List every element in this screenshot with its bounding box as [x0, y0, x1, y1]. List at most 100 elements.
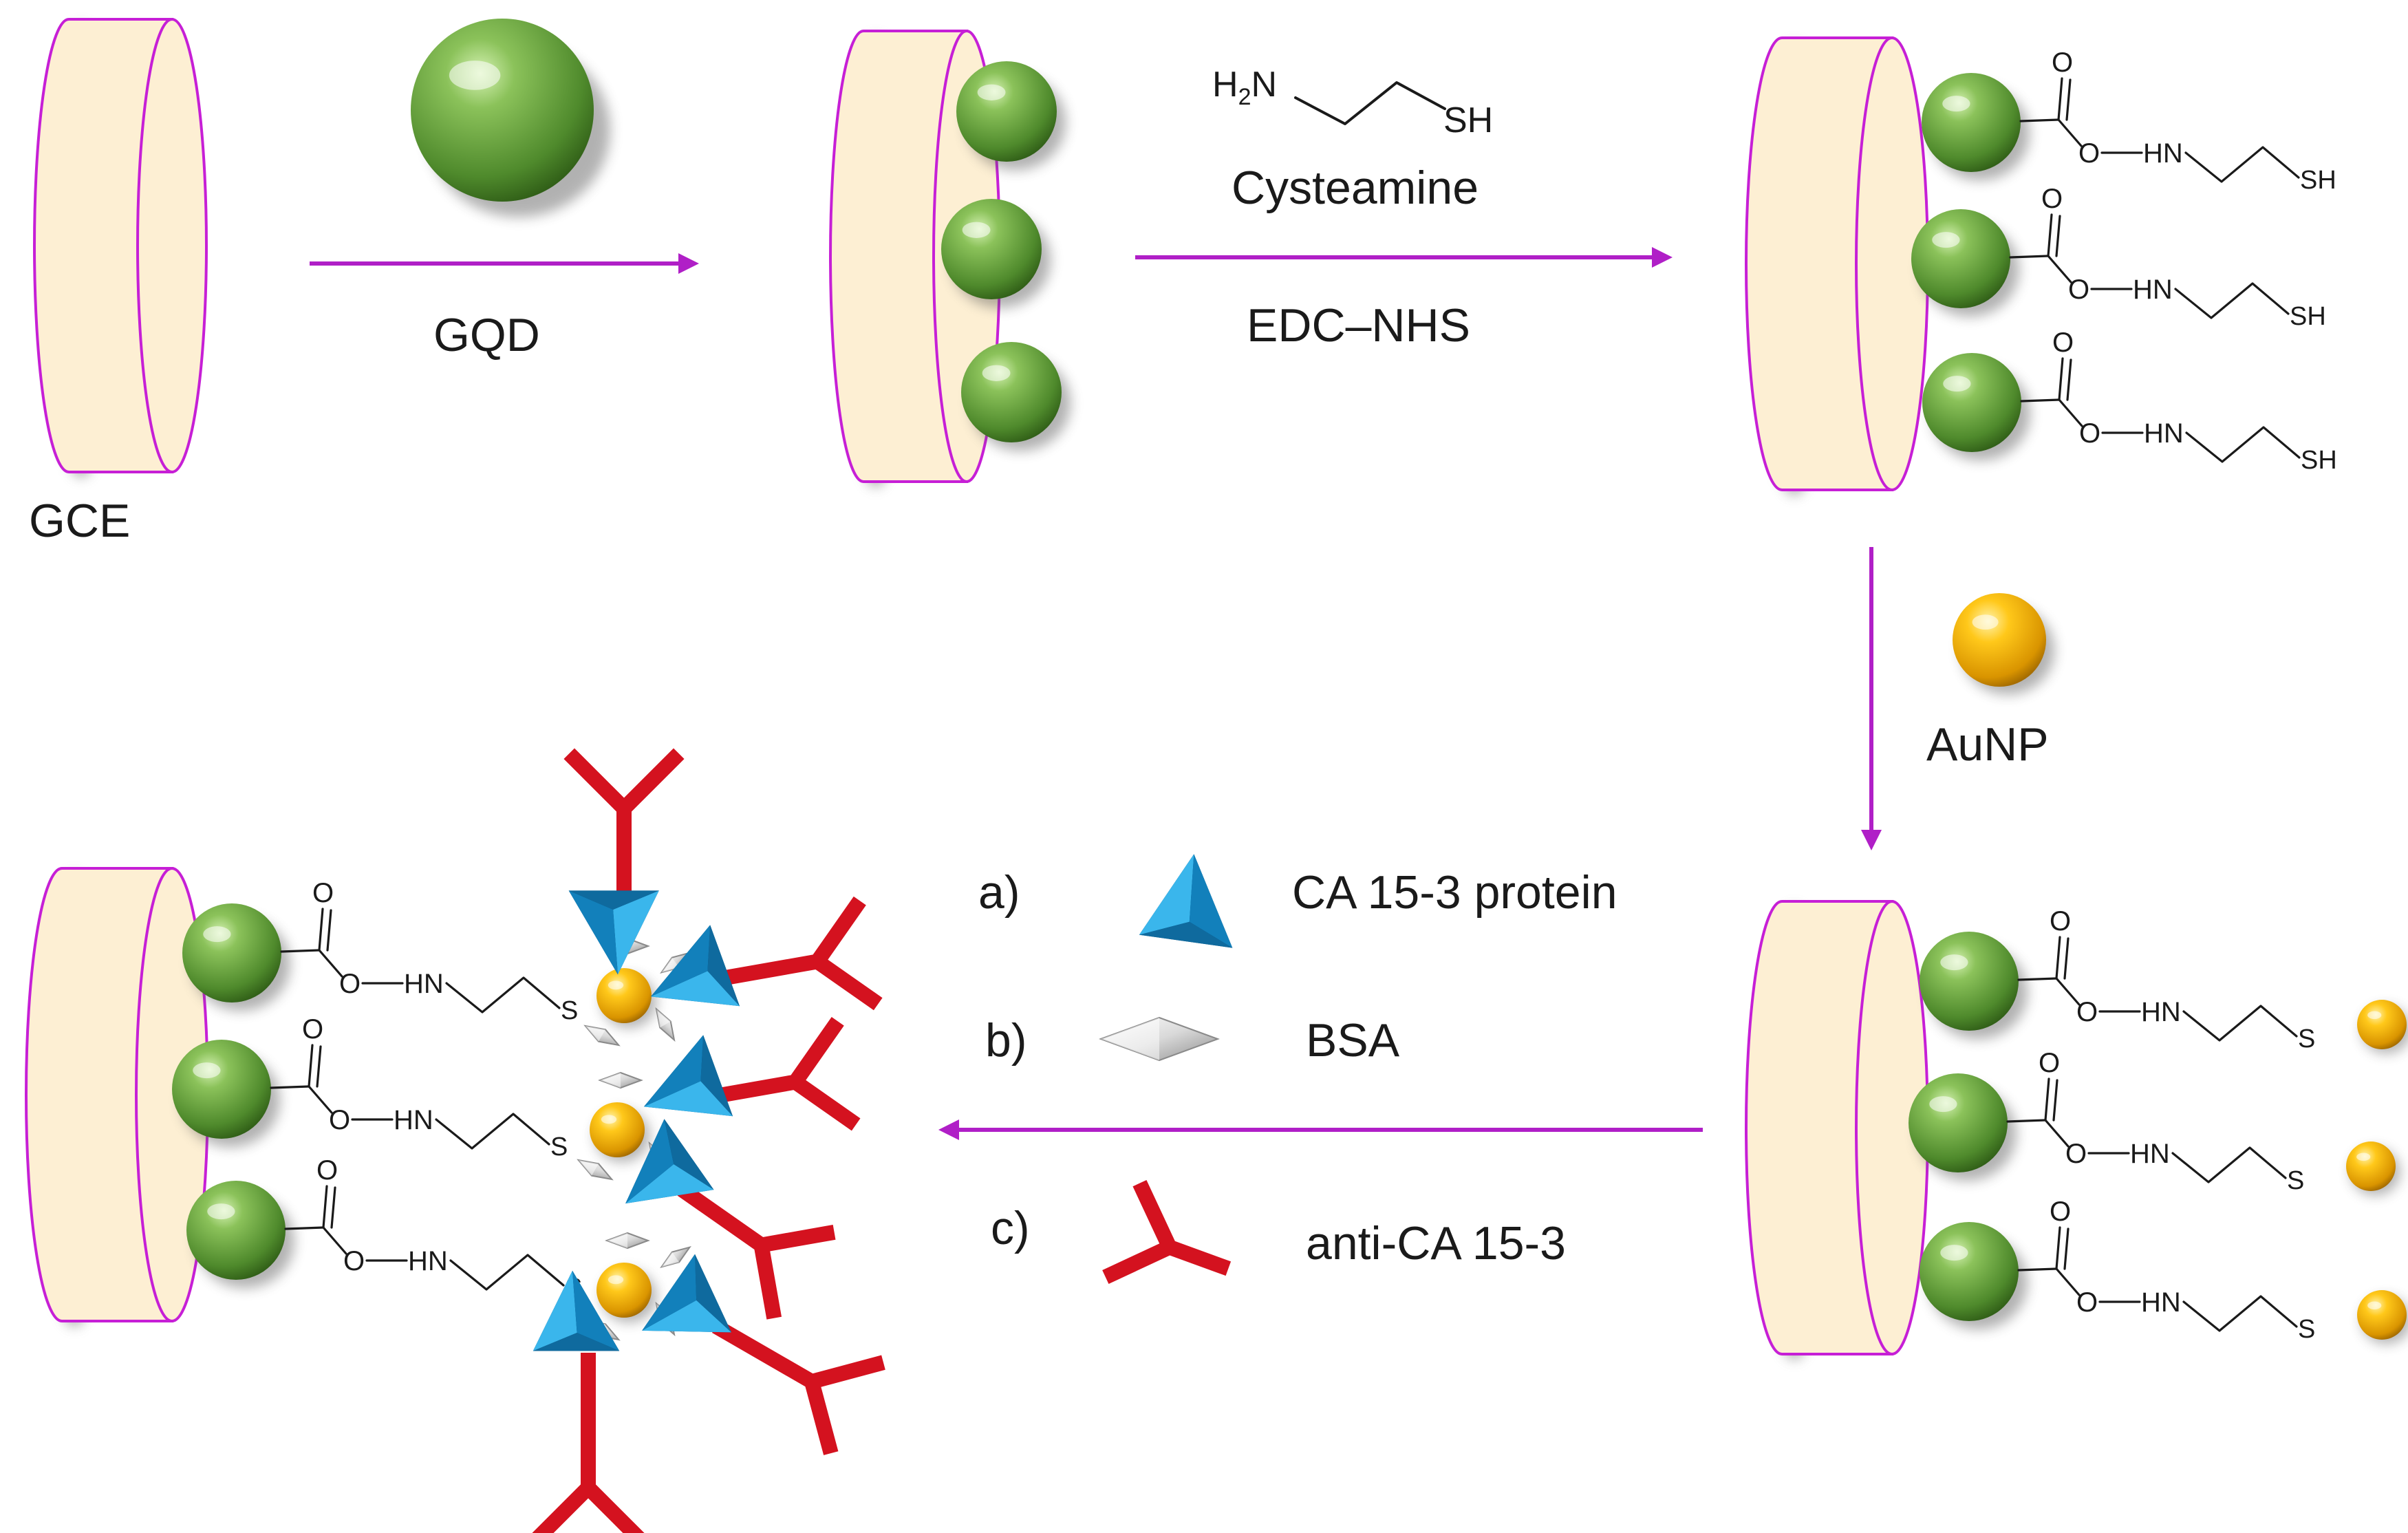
gqd-on-electrode	[186, 1181, 294, 1289]
legend-letter-b: b)	[985, 1014, 1026, 1066]
gqd-on-electrode	[182, 903, 290, 1011]
aunp-on-chain	[596, 1263, 657, 1322]
hn-group: HN	[2133, 275, 2173, 305]
linker-chain: O O HN SH	[2009, 184, 2326, 331]
thiol-s: S	[550, 1133, 568, 1161]
ester-o: O	[2076, 997, 2098, 1027]
ester-o: O	[343, 1246, 365, 1276]
ester-o: O	[2076, 1287, 2098, 1318]
bsa-flake	[577, 1159, 614, 1181]
electrode	[1745, 900, 1929, 1360]
linker-chain: O O HN SH	[2020, 328, 2337, 475]
red-y-antibody-icon	[1102, 1179, 1232, 1284]
linker-chain: O O HN S	[2006, 1048, 2304, 1195]
blue-pyramid-icon	[1139, 854, 1233, 948]
hn-group: HN	[2130, 1139, 2170, 1169]
aunp-reagent-sphere	[1953, 593, 2055, 695]
thiol-s: S	[561, 996, 578, 1025]
electrode	[1745, 36, 1929, 495]
bsa-flake	[655, 1007, 676, 1042]
linker-chain: O O HN S	[2017, 906, 2315, 1053]
grey-diamond-icon	[1099, 1016, 1220, 1062]
gqd-reagent-sphere	[411, 19, 610, 217]
aunp-on-chain	[590, 1102, 650, 1162]
linker-chain: O O HN S	[280, 878, 578, 1025]
carbonyl-o: O	[2050, 1197, 2071, 1227]
legend-letter-c: c)	[991, 1202, 1030, 1254]
thiol-sh: SH	[2300, 166, 2336, 195]
gqd-on-electrode	[956, 61, 1066, 171]
gce-label: GCE	[29, 495, 130, 547]
thiol-s: S	[2298, 1025, 2315, 1053]
aunp-on-chain	[2346, 1141, 2400, 1196]
gqd-label: GQD	[433, 309, 540, 361]
hn-group: HN	[2143, 138, 2183, 169]
ca153-protein	[568, 890, 659, 975]
aunp-on-chain	[596, 968, 657, 1028]
bsa-flake	[660, 1245, 691, 1269]
carbonyl-o: O	[302, 1014, 323, 1044]
carbonyl-o: O	[2041, 184, 2063, 214]
svg-text:H2N: H2N	[1212, 65, 1277, 110]
hn-group: HN	[408, 1246, 448, 1276]
legend: a) b) c) CA 15-3 protein BSA anti-CA 15-…	[978, 854, 1617, 1284]
thiol-sh: SH	[2301, 446, 2337, 475]
cysteamine-structure: H2N SH	[1212, 65, 1493, 140]
carbonyl-o: O	[316, 1155, 338, 1186]
edc-nhs-label: EDC–NHS	[1247, 299, 1470, 352]
anti-ca153-antibody	[677, 1183, 836, 1320]
electrode	[25, 867, 209, 1327]
gqd-on-electrode	[1920, 1222, 2028, 1330]
anti-ca153-antibody	[532, 1353, 645, 1533]
hn-group: HN	[394, 1105, 433, 1135]
aunp-on-chain	[2357, 1000, 2408, 1054]
legend-label-antibody: anti-CA 15-3	[1306, 1217, 1566, 1269]
carbonyl-o: O	[2039, 1048, 2060, 1078]
carbonyl-o: O	[312, 878, 334, 908]
gqd-on-electrode	[1922, 73, 2030, 181]
linker-chain: O O HN SH	[2019, 47, 2336, 195]
gqd-on-electrode	[961, 342, 1071, 451]
bsa-flake	[605, 1232, 650, 1250]
bsa-flake	[583, 1025, 621, 1047]
gqd-on-electrode	[1911, 209, 2019, 317]
gqd-on-electrode	[172, 1040, 280, 1148]
gqd-on-electrode	[1922, 353, 2030, 461]
ester-o: O	[2078, 138, 2100, 169]
hn-group: HN	[2141, 1287, 2181, 1318]
ester-o: O	[2068, 275, 2089, 305]
ester-o: O	[2065, 1139, 2087, 1169]
ester-o: O	[2079, 418, 2100, 449]
linker-chain: O O HN S	[2017, 1197, 2315, 1344]
ester-o: O	[329, 1105, 350, 1135]
ester-o: O	[339, 969, 361, 999]
carbonyl-o: O	[2052, 328, 2074, 358]
anti-ca153-antibody	[720, 896, 883, 1011]
electrode	[33, 18, 208, 478]
gqd-on-electrode	[941, 199, 1051, 308]
hn-group: HN	[2144, 418, 2184, 449]
anti-ca153-antibody	[563, 748, 685, 919]
thiol-s: S	[2287, 1166, 2304, 1195]
legend-letter-a: a)	[978, 866, 1020, 919]
anti-ca153-antibody	[711, 1319, 885, 1455]
gqd-on-electrode	[1909, 1073, 2017, 1181]
hn-group: HN	[404, 969, 444, 999]
legend-label-bsa: BSA	[1306, 1014, 1400, 1066]
gqd-on-electrode	[1920, 932, 2028, 1040]
aunp-on-chain	[2357, 1290, 2408, 1344]
bsa-flake	[598, 1071, 643, 1089]
carbonyl-o: O	[2050, 906, 2071, 936]
thiol-sh: SH	[2290, 302, 2326, 331]
hn-group: HN	[2141, 997, 2181, 1027]
thiol-s: S	[2298, 1315, 2315, 1344]
linker-chain: O O HN S	[270, 1014, 568, 1161]
cysteamine-label: Cysteamine	[1232, 162, 1479, 214]
aunp-label: AuNP	[1926, 718, 2049, 771]
svg-text:SH: SH	[1443, 100, 1493, 140]
electrode-face	[136, 18, 208, 473]
carbonyl-o: O	[2052, 47, 2073, 78]
legend-label-protein: CA 15-3 protein	[1292, 866, 1617, 919]
